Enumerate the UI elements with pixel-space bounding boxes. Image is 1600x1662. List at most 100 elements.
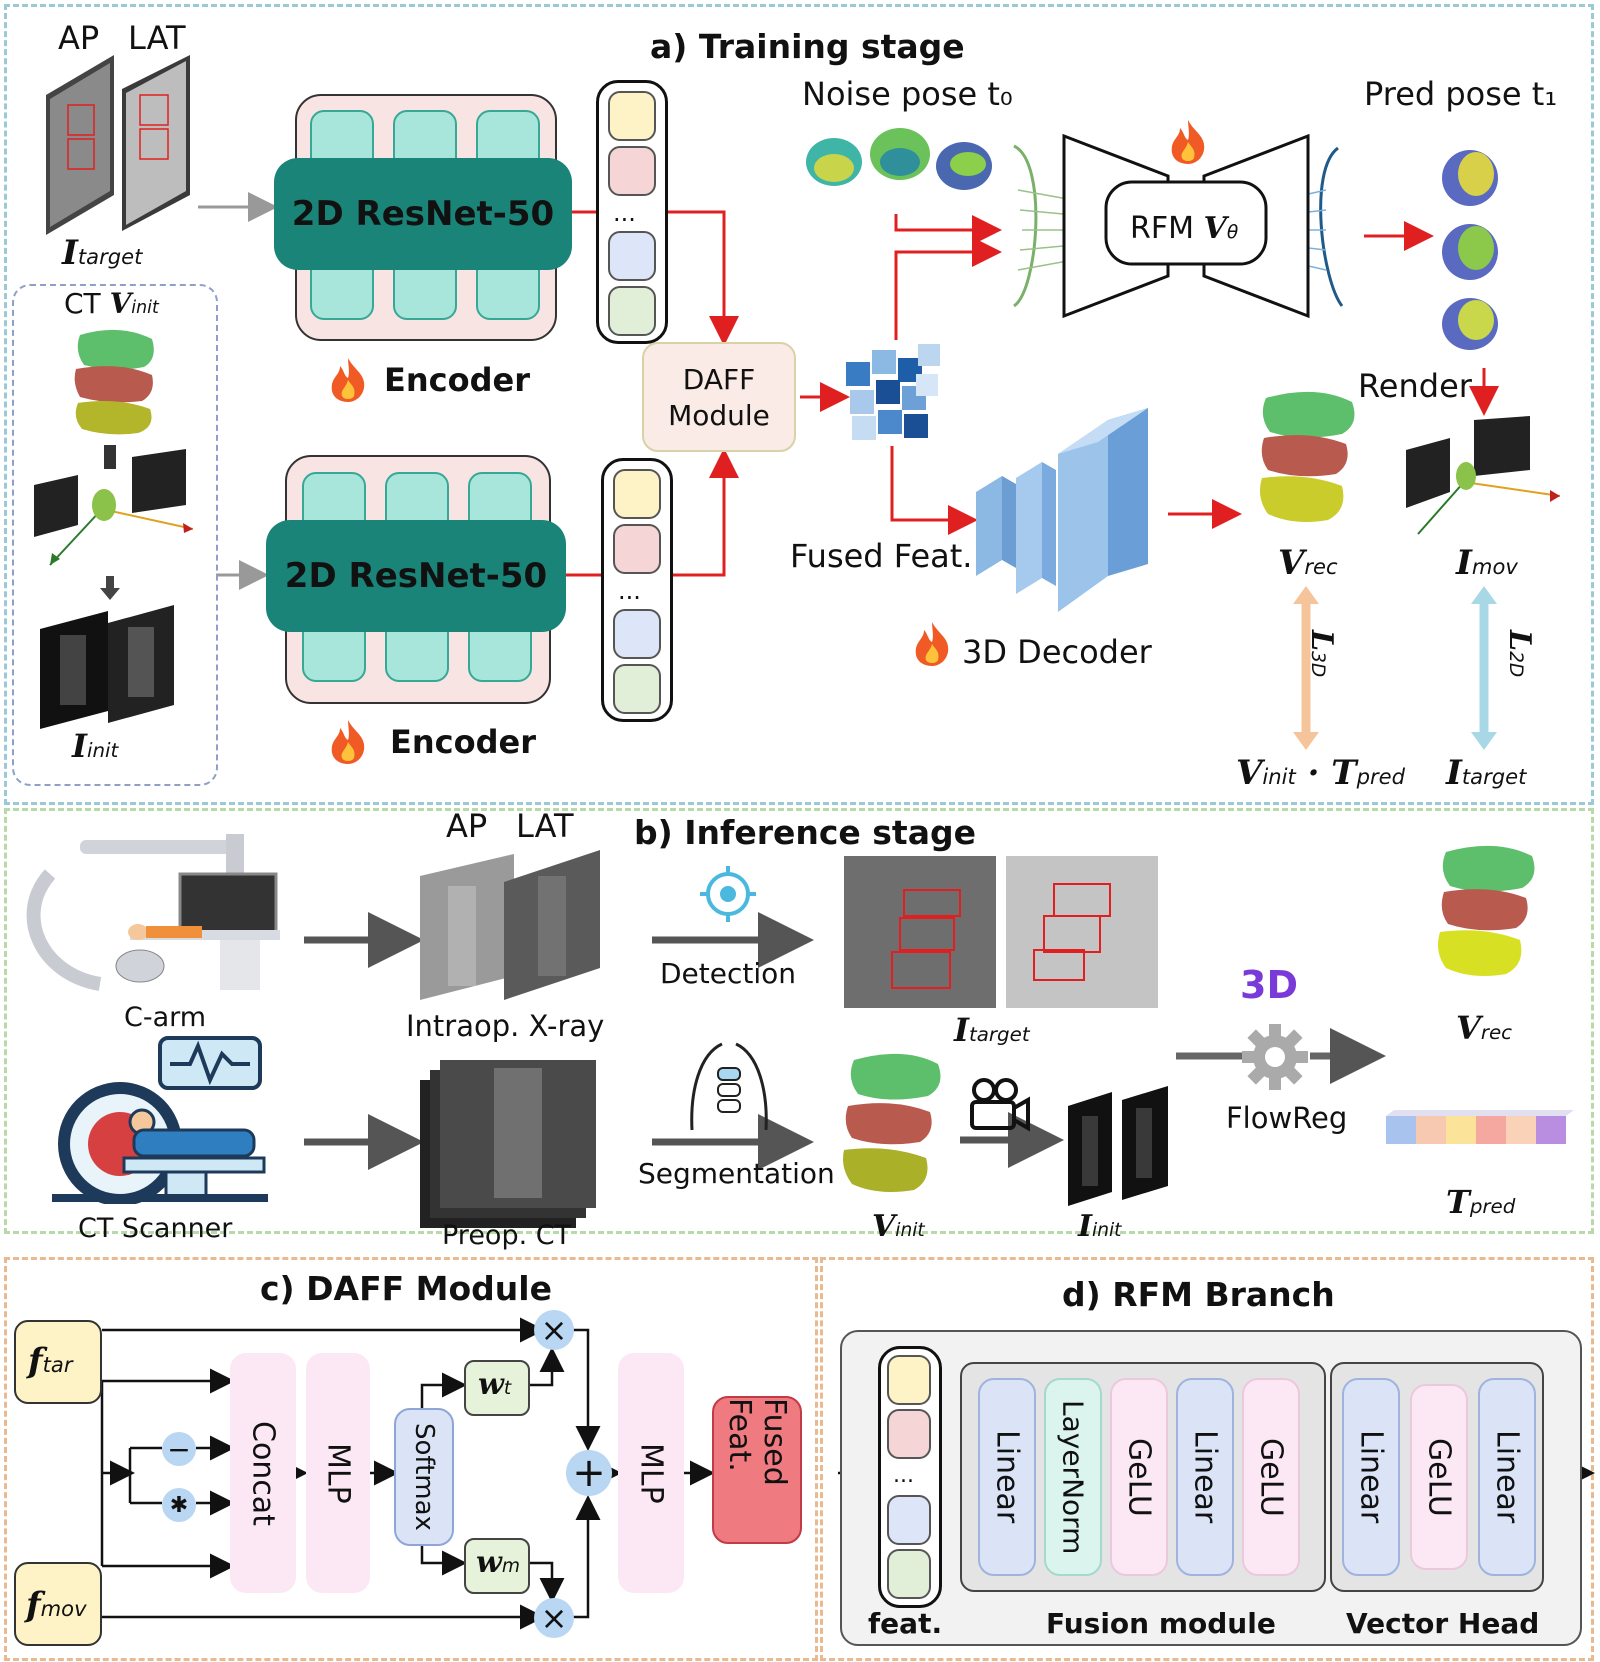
feature-stack-bottom: ...	[601, 458, 673, 722]
i-init-images	[40, 605, 174, 729]
fusion-linear-2: Linear	[1176, 1378, 1234, 1576]
noise-pose-vertebrae	[806, 128, 992, 190]
target-xray-images	[46, 55, 190, 235]
feature-cell	[608, 91, 656, 141]
i-target-loss-label: Itarget	[1446, 753, 1527, 793]
concat-box: Concat	[230, 1353, 296, 1593]
flame-icon	[331, 720, 365, 764]
feature-cell	[608, 286, 656, 336]
daff-title: c) DAFF Module	[260, 1269, 552, 1308]
detection-label: Detection	[660, 957, 797, 990]
feature-cell	[887, 1409, 931, 1459]
multiply-op: ✱	[162, 1488, 196, 1522]
mlp2-box: MLP	[618, 1353, 684, 1593]
flame-icon	[1171, 120, 1205, 164]
inference-i-target-label: Itarget	[954, 1011, 1030, 1049]
mlp1-box: MLP	[306, 1353, 370, 1593]
rfm-title: d) RFM Branch	[1062, 1275, 1335, 1314]
inference-frame	[4, 808, 1594, 1234]
daff-frame	[4, 1257, 818, 1661]
head-linear-1: Linear	[1342, 1378, 1400, 1576]
pred-pose-label: Pred pose t₁	[1364, 75, 1558, 113]
ct-vertebra-model	[74, 329, 154, 435]
fusion-gelu-1: GeLU	[1110, 1378, 1168, 1576]
feature-cell	[613, 664, 661, 714]
w-t-box	[464, 1360, 530, 1416]
inference-v-rec-model	[1438, 845, 1535, 976]
fused-feature-cube	[846, 344, 940, 440]
inference-i-init-label: Iinit	[1078, 1209, 1122, 1244]
lat-label: LAT	[128, 19, 186, 57]
feature-cell	[613, 609, 661, 659]
rfm-frame	[820, 1257, 1594, 1661]
detection-target-icon	[700, 866, 756, 922]
down-arrow-icon	[100, 576, 120, 600]
fusion-linear-1: Linear	[978, 1378, 1036, 1576]
inference-title: b) Inference stage	[634, 813, 976, 852]
f-mov-box	[14, 1562, 102, 1646]
preop-ct-stack	[420, 1060, 596, 1228]
ap-label: AP	[58, 19, 100, 57]
render-label: Render	[1358, 367, 1472, 405]
inference-v-init-model	[843, 1053, 941, 1192]
flowreg-label: FlowReg	[1226, 1101, 1348, 1135]
minus-op: −	[162, 1432, 196, 1466]
head-linear-2: Linear	[1478, 1378, 1536, 1576]
resnet-top: 2D ResNet-50	[274, 158, 572, 270]
feature-cell	[887, 1355, 931, 1405]
v-init-t-pred-label: Vinit · Tpred	[1236, 753, 1405, 793]
feature-dots: ...	[618, 577, 641, 605]
fused-feat-label: Fused Feat.	[790, 537, 973, 575]
t-pred-vector	[1386, 1110, 1574, 1144]
inference-v-rec-label: Vrec	[1456, 1009, 1513, 1047]
inference-v-init-label: Vinit	[872, 1209, 925, 1244]
feature-cell	[887, 1495, 931, 1545]
f-mov-label: fmov	[26, 1585, 87, 1625]
head-gelu: GeLU	[1410, 1384, 1468, 1570]
c-arm-machine	[26, 834, 280, 991]
daff-line2: Module	[668, 399, 770, 432]
feat-label: feat.	[868, 1607, 943, 1640]
w-m-box	[464, 1538, 530, 1594]
pred-pose-vertebrae	[1442, 150, 1498, 350]
ct-scanner-machine	[52, 1036, 268, 1204]
f-tar-box	[14, 1320, 102, 1404]
feature-cell	[613, 524, 661, 574]
times-op-bottom: ×	[534, 1598, 574, 1638]
inference-lat-label: LAT	[516, 807, 574, 845]
c-arm-label: C-arm	[124, 1002, 207, 1033]
fusion-gelu-2: GeLU	[1242, 1378, 1300, 1576]
feature-cell	[608, 231, 656, 281]
ct-v-init-label: CT Vinit	[64, 287, 159, 320]
t-pred-label: Tpred	[1446, 1183, 1516, 1221]
segmentation-spine-icon	[690, 1042, 768, 1130]
fusion-module-label: Fusion module	[1046, 1607, 1276, 1640]
feature-dots: ...	[613, 199, 636, 227]
rfm-network	[1012, 133, 1344, 319]
plus-op: +	[566, 1450, 612, 1496]
daff-line1: DAFF	[682, 363, 756, 396]
3d-decoder-label: 3D Decoder	[962, 633, 1152, 671]
feature-cell	[887, 1549, 931, 1599]
inference-ap-label: AP	[446, 807, 488, 845]
f-tar-label: ftar	[28, 1341, 73, 1381]
ct-input-panel	[12, 284, 218, 786]
fused-feat-box: Fused Feat.	[712, 1396, 802, 1544]
l2d-label: L2D	[1502, 630, 1537, 678]
i-target-label: Itarget	[62, 233, 143, 273]
i-init-label: Iinit	[72, 727, 119, 765]
softmax-box: Softmax	[394, 1408, 454, 1546]
rfm-feature-stack: ...	[878, 1346, 942, 1608]
detected-target-xrays	[844, 856, 1158, 1008]
v-rec-model	[1260, 391, 1355, 522]
w-m-label: wm	[476, 1545, 520, 1580]
encoder-bottom-label: Encoder	[390, 723, 536, 761]
noise-pose-label: Noise pose t₀	[802, 75, 1013, 113]
camera-icon	[970, 1078, 1030, 1132]
daff-module-box: DAFF Module	[642, 342, 796, 452]
3d-decoder-shape	[976, 408, 1148, 612]
l3d-label: L3D	[1304, 630, 1339, 678]
flame-icon	[915, 622, 949, 666]
preop-ct-label: Preop. CT	[442, 1220, 572, 1251]
vector-head-label: Vector Head	[1346, 1607, 1540, 1640]
